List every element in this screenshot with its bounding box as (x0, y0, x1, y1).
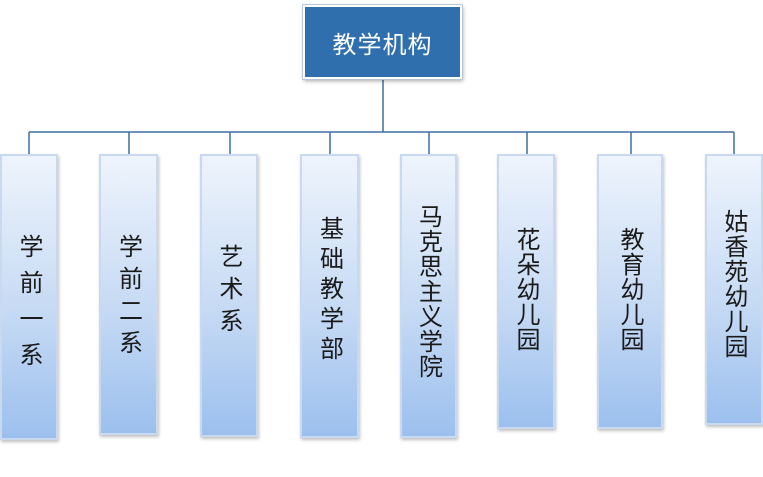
child-node-label: 艺术系 (215, 244, 243, 340)
child-node: 姑香苑幼儿园 (705, 154, 763, 425)
child-node: 学前二系 (99, 154, 158, 435)
child-node-label: 学前一系 (15, 234, 43, 378)
child-node-label: 花朵幼儿园 (512, 227, 540, 352)
child-node: 花朵幼儿园 (497, 154, 555, 429)
root-node: 教学机构 (302, 4, 463, 80)
child-node: 艺术系 (200, 154, 258, 437)
child-node-label: 姑香苑幼儿园 (720, 209, 748, 359)
child-node-label: 教育幼儿园 (616, 227, 644, 352)
child-node-label: 马克思主义学院 (414, 204, 443, 379)
child-node: 学前一系 (0, 154, 58, 440)
child-node-label: 学前二系 (114, 234, 143, 362)
child-node: 教育幼儿园 (597, 154, 663, 429)
root-node-label: 教学机构 (332, 30, 433, 59)
child-node-label: 基础教学部 (315, 216, 344, 366)
child-node: 马克思主义学院 (400, 154, 457, 438)
child-node: 基础教学部 (300, 154, 359, 438)
